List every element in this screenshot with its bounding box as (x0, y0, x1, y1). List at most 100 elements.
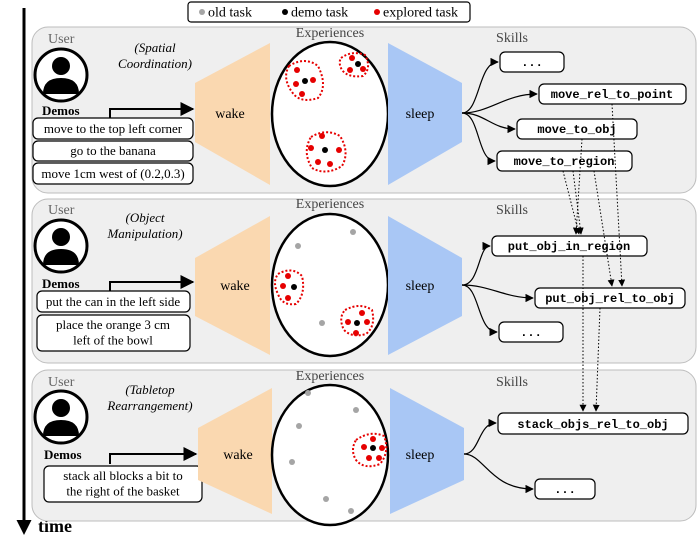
explored-cluster (352, 432, 388, 468)
experiences-pool (270, 383, 390, 527)
skills-label: Skills (496, 31, 528, 46)
explored-task-dot (364, 319, 370, 325)
skill-name: ... (520, 326, 542, 340)
explored-task-dot (293, 81, 299, 87)
panel-object-manipulation: User (Object Manipulation) Demos put the… (31, 197, 697, 364)
wake-funnel (198, 388, 272, 514)
explored-cluster (305, 131, 347, 173)
demo-task-legend-dot (282, 9, 288, 15)
explored-task-dot (349, 55, 355, 61)
demos-label: Demos (42, 276, 80, 291)
demo-task-dot (370, 445, 376, 451)
sleep-funnel (388, 216, 462, 355)
skills-label: Skills (496, 375, 528, 390)
demo-task-dot (302, 78, 308, 84)
explored-cluster (285, 60, 324, 101)
old-task-legend-dot (199, 9, 205, 15)
explored-task-legend-label: explored task (383, 6, 458, 21)
old-task-dot (319, 320, 325, 326)
explored-task-dot (347, 67, 353, 73)
skill-name: move_rel_to_point (551, 88, 673, 102)
explored-cluster (340, 305, 375, 337)
demo-task-dot (355, 61, 361, 67)
explored-cluster (274, 269, 305, 306)
explored-task-dot (361, 444, 367, 450)
explored-task-dot (310, 77, 316, 83)
sleep-label: sleep (406, 279, 435, 294)
demo-text: put the can in the left side (46, 294, 181, 309)
domain-label-line1: (Tabletop (125, 382, 175, 397)
skill-box: ... (498, 321, 564, 343)
experiences-label: Experiences (296, 369, 364, 384)
old-task-dot (348, 508, 354, 514)
domain-label-line1: (Spatial (134, 40, 176, 55)
explored-task-dot (366, 455, 372, 461)
old-task-dot (323, 496, 329, 502)
experiences-label: Experiences (296, 26, 364, 41)
demos-arrow (109, 275, 195, 291)
explored-task-dot (353, 330, 359, 336)
panel-spatial-coordination: User (Spatial Coordination) Demos move t… (31, 26, 697, 194)
legend: old task demo task explored task (187, 1, 471, 23)
text-line: the right of the basket (66, 484, 180, 499)
old-task-dot (305, 390, 311, 396)
old-task-dot (350, 229, 356, 235)
old-task-dot (289, 459, 295, 465)
demo-task-legend-label: demo task (291, 6, 348, 21)
skill-box: put_obj_rel_to_obj (534, 287, 686, 309)
demos-arrow (109, 447, 198, 464)
explored-task-dot (319, 133, 325, 139)
experiences-label: Experiences (296, 197, 364, 212)
explored-task-dot (299, 91, 305, 97)
user-avatar-icon (33, 389, 89, 445)
demos-label: Demos (44, 447, 82, 462)
skill-box: move_to_obj (516, 118, 638, 140)
skill-name: ... (521, 56, 543, 70)
explored-task-dot (360, 66, 366, 72)
user-avatar-icon (33, 218, 89, 274)
wake-label: wake (215, 107, 245, 122)
user-label: User (48, 203, 75, 218)
user-label: User (48, 375, 75, 390)
skill-name: move_to_region (514, 155, 615, 169)
explored-task-legend-dot (374, 9, 380, 15)
sleep-funnel (390, 388, 464, 514)
demo-text: move to the top left corner (44, 121, 183, 136)
explored-task-dot (294, 67, 300, 73)
demos-arrow (109, 102, 195, 118)
skill-box: move_rel_to_point (538, 83, 687, 105)
sleep-label: sleep (406, 107, 435, 122)
explored-task-dot (327, 161, 333, 167)
demo-text: move 1cm west of (0.2,0.3) (41, 166, 184, 181)
domain-label-line2: Rearrangement) (106, 398, 192, 413)
explored-task-dot (376, 455, 382, 461)
skill-name: move_to_obj (537, 123, 616, 137)
sleep-label: sleep (406, 448, 435, 463)
demos-label: Demos (42, 103, 80, 118)
demo-task-dot (322, 147, 328, 153)
old-task-dot (296, 423, 302, 429)
old-task-dot (295, 243, 301, 249)
explored-task-dot (359, 310, 365, 316)
explored-task-dot (285, 273, 291, 279)
demo-box: move to the top left corner (32, 117, 194, 140)
skill-arrows (463, 418, 534, 494)
skill-box: ... (499, 51, 565, 73)
explored-task-dot (336, 147, 342, 153)
old-task-dot (353, 407, 359, 413)
sleep-funnel (388, 43, 462, 185)
wake-label: wake (223, 448, 253, 463)
user-avatar-icon (33, 47, 89, 103)
skill-box: move_to_region (496, 150, 633, 172)
skill-box: ... (534, 478, 596, 500)
explored-task-dot (308, 145, 314, 151)
explored-task-dot (370, 436, 376, 442)
skill-name: ... (554, 483, 576, 497)
demo-box: put the can in the left side (36, 290, 191, 313)
explored-cluster (338, 52, 369, 78)
text-line: stack all blocks a bit to (63, 468, 183, 483)
